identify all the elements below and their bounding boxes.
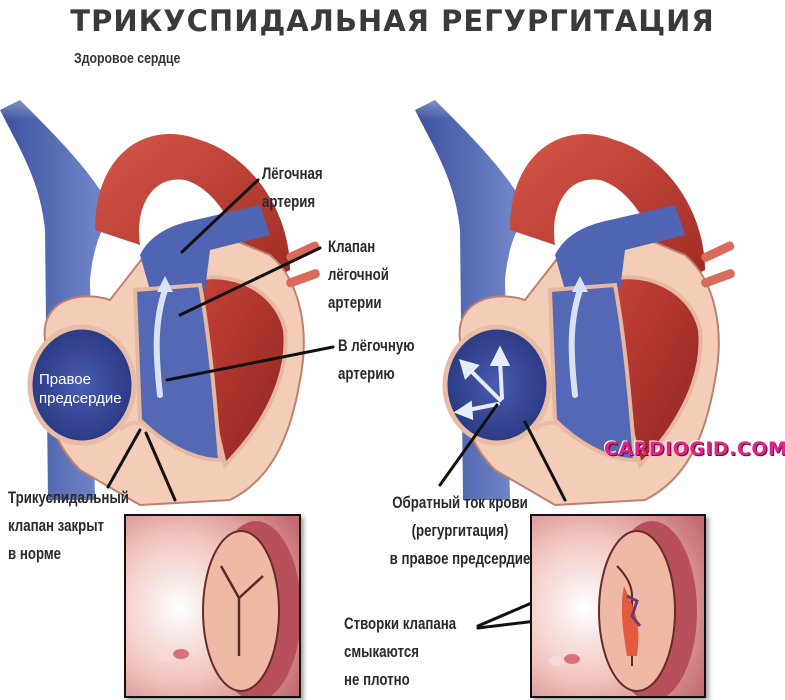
label-pulmonary-artery: Лёгочная артерия (262, 164, 323, 211)
healthy-heart (0, 60, 330, 507)
inset-valve-leaking (530, 514, 706, 698)
label-to-pulmonary-artery: В лёгочную артерию (338, 336, 415, 383)
watermark-logo: CARDIOGID.COM (604, 438, 785, 460)
valve-leaking-illustration (532, 516, 704, 696)
pointer-lines-left (106, 178, 335, 502)
label-tricuspid-closed: Трикуспидальный клапан закрыт в норме (8, 488, 129, 563)
inset-valve-closed (124, 514, 301, 698)
regurgitation-heart (400, 60, 785, 507)
page-title: ТРИКУСПИДАЛЬНАЯ РЕГУРГИТАЦИЯ (70, 4, 715, 38)
valve-closed-illustration (126, 516, 299, 696)
label-backflow: Обратный ток крови (регургитация) в прав… (389, 493, 531, 568)
label-pulmonary-valve: Клапан лёгочной артерии (328, 237, 389, 312)
label-right-atrium: Правое предсердие (39, 371, 122, 407)
subtitle-healthy-heart: Здоровое сердце (74, 50, 181, 67)
label-leaflets: Створки клапана смыкаются не плотно (344, 614, 457, 689)
